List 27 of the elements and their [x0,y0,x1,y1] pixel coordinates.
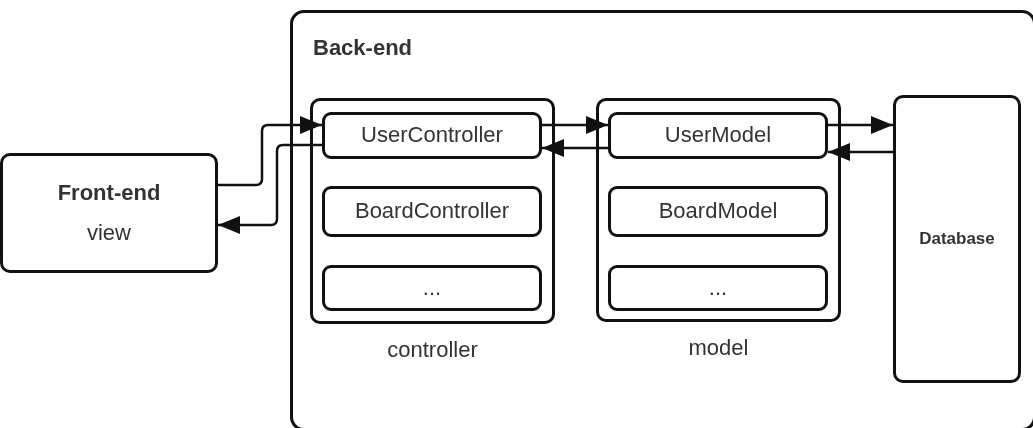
box-label: UserController [361,122,503,149]
database-box [893,95,1021,383]
box-label: ... [422,274,442,302]
frontend-box [0,153,218,273]
component-box [322,186,542,237]
group-caption: controller [386,337,479,364]
box-label: UserModel [664,122,772,149]
box-label: BoardModel [658,198,778,225]
component-box [608,112,828,159]
box-heading: Front-end [57,179,161,206]
arrow [542,139,608,157]
component-box [608,186,828,237]
group-caption: model [687,335,750,362]
component-box [608,265,828,311]
arrow [218,116,322,187]
arrow [828,116,893,134]
box-label: ... [708,274,728,302]
container-title: Back-end [313,35,413,62]
arrow [828,143,893,161]
box-label: Database [919,228,995,250]
backend-container [290,10,1033,428]
arrow [542,116,608,134]
arrow [218,143,322,234]
box-subtitle: view [87,220,131,247]
component-box [322,265,542,311]
component-box [322,112,542,159]
box-label: BoardController [354,198,510,225]
